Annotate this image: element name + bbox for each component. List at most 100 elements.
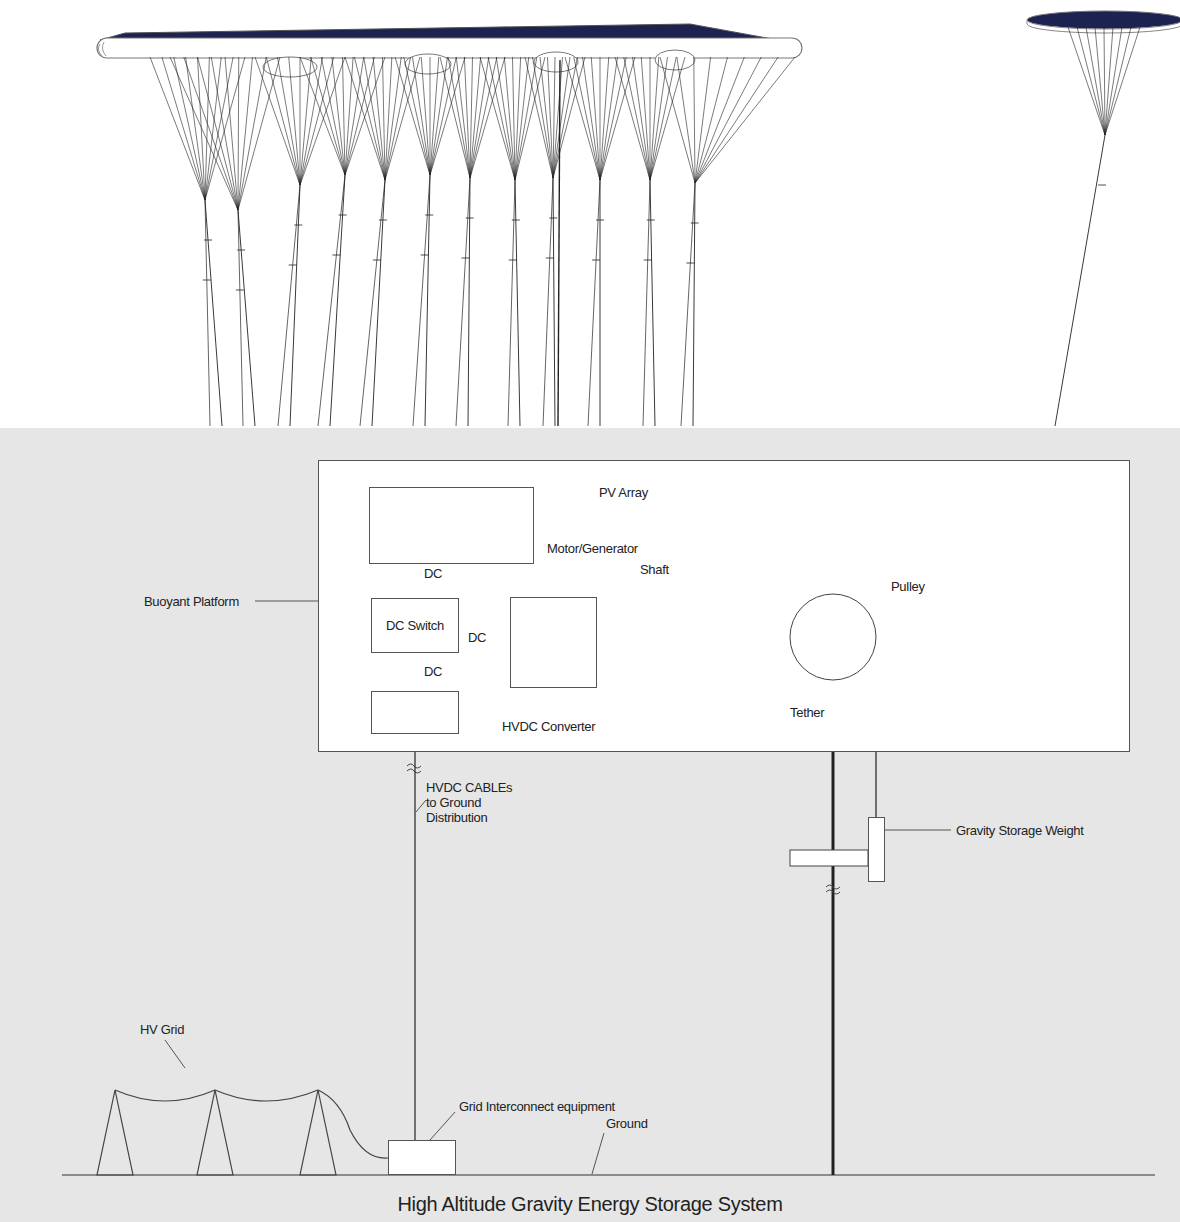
tether-line bbox=[600, 180, 601, 426]
tether-line bbox=[515, 57, 545, 180]
part-label: Tether bbox=[790, 705, 824, 720]
tether-line bbox=[203, 280, 211, 281]
tether-line bbox=[421, 255, 429, 256]
tether-line bbox=[1055, 135, 1105, 426]
tether-line bbox=[430, 57, 448, 175]
tether-line bbox=[650, 57, 659, 180]
connector-label: DC bbox=[468, 630, 486, 645]
tether-line bbox=[238, 57, 266, 210]
tether-line bbox=[330, 175, 345, 426]
tether-line bbox=[533, 57, 554, 178]
part-label: HV Grid bbox=[140, 1022, 184, 1037]
tether-line bbox=[289, 265, 297, 266]
callout-label: Pulley bbox=[891, 579, 925, 594]
tether-line bbox=[430, 57, 439, 175]
box-label: DC Switch bbox=[372, 599, 458, 652]
tether-line bbox=[278, 57, 301, 185]
tether-line bbox=[695, 57, 795, 183]
callout-label: Gravity Storage Weight bbox=[956, 823, 1084, 838]
tether-line bbox=[615, 57, 650, 180]
pulley-outline bbox=[789, 593, 877, 681]
tether-line bbox=[238, 57, 280, 210]
tether-line bbox=[600, 57, 618, 180]
tether-line bbox=[300, 57, 345, 185]
tether-line bbox=[205, 57, 245, 200]
tether-line bbox=[318, 175, 345, 426]
caption: High Altitude Gravity Energy Storage Sys… bbox=[0, 1192, 1180, 1216]
tether-line bbox=[294, 225, 302, 226]
tether-line bbox=[650, 57, 651, 180]
tether-line bbox=[385, 57, 401, 180]
tether-line bbox=[456, 57, 470, 178]
tether-line bbox=[413, 175, 430, 426]
tether-line bbox=[289, 57, 300, 185]
tether-line bbox=[425, 215, 433, 216]
tether-line bbox=[553, 57, 585, 178]
tether-line bbox=[600, 57, 626, 180]
tether-line bbox=[236, 290, 244, 291]
tether-line bbox=[373, 260, 381, 261]
tether-line bbox=[266, 57, 300, 185]
motor-generator-box: Motor/Generator bbox=[510, 597, 597, 688]
tether-line bbox=[633, 57, 651, 180]
tether-line bbox=[553, 57, 570, 178]
tether-line bbox=[385, 57, 420, 180]
tether-line bbox=[691, 223, 699, 224]
tether-line bbox=[583, 57, 601, 180]
weight-guide bbox=[790, 850, 868, 866]
tether-line bbox=[456, 178, 470, 426]
tether-line bbox=[204, 240, 212, 241]
tether-line bbox=[170, 57, 238, 210]
tether-line bbox=[290, 185, 300, 426]
tether-line bbox=[464, 57, 470, 178]
tether-line bbox=[596, 220, 604, 221]
dc-switch-box: DC Switch bbox=[371, 598, 459, 653]
tether-line bbox=[360, 180, 385, 426]
tether-line bbox=[508, 180, 515, 426]
tether-line bbox=[345, 57, 385, 180]
tether-line bbox=[1104, 27, 1105, 135]
tether-line bbox=[413, 57, 431, 175]
tether-line bbox=[430, 57, 431, 175]
tether-line bbox=[332, 57, 345, 175]
tether-line bbox=[515, 57, 537, 180]
tether-line bbox=[205, 200, 222, 426]
tether-line bbox=[641, 57, 650, 180]
tether-line bbox=[525, 57, 553, 178]
tether-line bbox=[345, 57, 374, 175]
tether-line bbox=[300, 57, 311, 185]
tether-line bbox=[650, 57, 676, 180]
tether-line bbox=[548, 57, 554, 178]
tether-line bbox=[470, 57, 505, 178]
tether-line bbox=[300, 57, 345, 175]
tether-line bbox=[588, 180, 600, 426]
tether-line bbox=[565, 57, 600, 180]
diagram-ground bbox=[0, 428, 1180, 1222]
tether-line bbox=[345, 57, 364, 175]
tether-line bbox=[300, 57, 301, 185]
tether-line bbox=[1105, 27, 1140, 135]
tether-line bbox=[383, 57, 386, 180]
tether-line bbox=[385, 57, 392, 180]
hvdc-converter-box: HVDC Converter bbox=[371, 691, 459, 734]
connector bbox=[414, 734, 415, 1140]
tether-line bbox=[549, 218, 557, 219]
tether-line bbox=[558, 60, 560, 426]
break-mark bbox=[407, 764, 421, 773]
break-mark bbox=[826, 885, 840, 894]
tube-bulge bbox=[405, 54, 451, 74]
pv-array-box: PV Array bbox=[369, 487, 534, 564]
tether-line bbox=[430, 57, 465, 175]
tube-end bbox=[98, 42, 106, 56]
tether-line bbox=[644, 260, 652, 261]
tether-line bbox=[695, 57, 761, 183]
tether-line bbox=[1105, 27, 1131, 135]
tether-line bbox=[372, 180, 385, 426]
grid-interconnect-box: Grid Interconnect equipment bbox=[388, 1140, 456, 1175]
tether-line bbox=[198, 57, 206, 200]
tether-line bbox=[470, 57, 473, 178]
tether-line bbox=[468, 178, 470, 426]
tether-line bbox=[600, 57, 635, 180]
tether-lines bbox=[150, 27, 1140, 426]
tether-line bbox=[332, 255, 340, 256]
